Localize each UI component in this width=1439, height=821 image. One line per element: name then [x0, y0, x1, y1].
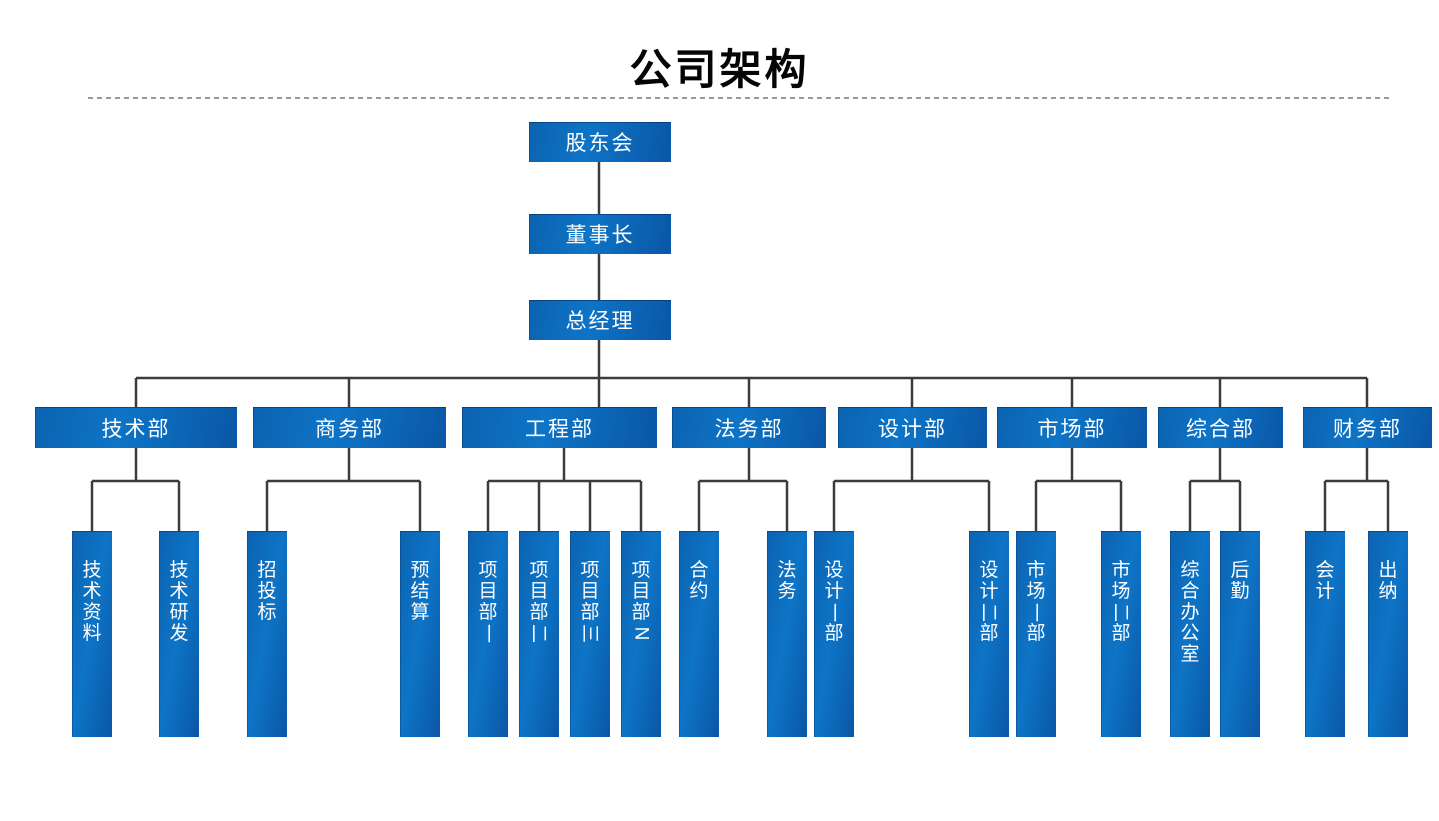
sub-box-char: 计 — [979, 581, 999, 602]
sub-box-char: 部 — [529, 602, 549, 623]
sub-box-2-1: 项目部二 — [519, 531, 559, 737]
sub-box-1-0: 招投标 — [247, 531, 287, 737]
sub-box-char: 场 — [1026, 581, 1046, 602]
sub-box-char: 公 — [1180, 623, 1200, 644]
dept-box-0: 技术部 — [35, 407, 237, 448]
sub-box-3-1: 法务 — [767, 531, 807, 737]
sub-box-char: 约 — [689, 581, 709, 602]
dept-box-3: 法务部 — [672, 407, 826, 448]
sub-box-2-0: 项目部一 — [468, 531, 508, 737]
sub-box-char: 目 — [631, 581, 651, 602]
sub-box-7-0: 会计 — [1305, 531, 1345, 737]
sub-box-char: 综 — [1180, 560, 1200, 581]
sub-box-char: 项 — [580, 560, 600, 581]
sub-box-char: 纳 — [1378, 581, 1398, 602]
sub-box-char: 部 — [824, 623, 844, 644]
sub-box-char: 部 — [1026, 623, 1046, 644]
sub-box-5-1: 市场二部 — [1101, 531, 1141, 737]
chain-box-1: 董事长 — [529, 214, 671, 254]
sub-box-2-2: 项目部三 — [570, 531, 610, 737]
sub-box-char: 二 — [528, 623, 550, 644]
sub-box-char: 项 — [631, 560, 651, 581]
sub-box-char: 目 — [529, 581, 549, 602]
sub-box-6-1: 后勤 — [1220, 531, 1260, 737]
sub-box-char: 会 — [1315, 560, 1335, 581]
chain-box-2: 总经理 — [529, 300, 671, 340]
sub-box-5-0: 市场一部 — [1016, 531, 1056, 737]
sub-box-char: 目 — [580, 581, 600, 602]
sub-box-char: 计 — [1315, 581, 1335, 602]
sub-box-char: 室 — [1180, 644, 1200, 665]
sub-box-4-0: 设计一部 — [814, 531, 854, 737]
sub-box-char: 二 — [978, 602, 1000, 623]
sub-box-char: 设 — [824, 560, 844, 581]
dept-box-2: 工程部 — [462, 407, 657, 448]
sub-box-4-1: 设计二部 — [969, 531, 1009, 737]
sub-box-char: 合 — [689, 560, 709, 581]
dept-box-5: 市场部 — [997, 407, 1147, 448]
sub-box-char: N — [630, 626, 652, 641]
sub-box-char: 部 — [1111, 623, 1131, 644]
sub-box-char: 一 — [823, 602, 845, 623]
sub-box-1-1: 预结算 — [400, 531, 440, 737]
sub-box-char: 目 — [478, 581, 498, 602]
sub-box-char: 办 — [1180, 602, 1200, 623]
sub-box-char: 场 — [1111, 581, 1131, 602]
sub-box-0-0: 技术资料 — [72, 531, 112, 737]
sub-box-char: 后 — [1230, 560, 1250, 581]
sub-box-char: 发 — [169, 623, 189, 644]
sub-box-char: 勤 — [1230, 581, 1250, 602]
sub-box-char: 资 — [82, 602, 102, 623]
sub-box-char: 务 — [777, 581, 797, 602]
title-divider-dashed-line — [88, 97, 1392, 99]
sub-box-6-0: 综合办公室 — [1170, 531, 1210, 737]
sub-box-char: 料 — [82, 623, 102, 644]
sub-box-char: 部 — [631, 602, 651, 623]
sub-box-char: 结 — [410, 581, 430, 602]
sub-box-char: 预 — [410, 560, 430, 581]
page-title: 公司架构 — [629, 46, 810, 93]
sub-box-char: 部 — [478, 602, 498, 623]
sub-box-char: 项 — [529, 560, 549, 581]
sub-box-char: 术 — [82, 581, 102, 602]
sub-box-char: 标 — [257, 602, 277, 623]
sub-box-char: 市 — [1111, 560, 1131, 581]
dept-box-1: 商务部 — [253, 407, 446, 448]
sub-box-char: 三 — [579, 623, 601, 644]
sub-box-char: 招 — [257, 560, 277, 581]
sub-box-char: 技 — [82, 560, 102, 581]
sub-box-char: 设 — [979, 560, 999, 581]
sub-box-char: 投 — [257, 581, 277, 602]
sub-box-char: 技 — [169, 560, 189, 581]
dept-box-7: 财务部 — [1303, 407, 1432, 448]
sub-box-char: 二 — [1110, 602, 1132, 623]
sub-box-char: 部 — [979, 623, 999, 644]
sub-box-char: 术 — [169, 581, 189, 602]
sub-box-char: 研 — [169, 602, 189, 623]
sub-box-7-1: 出纳 — [1368, 531, 1408, 737]
dept-box-6: 综合部 — [1158, 407, 1283, 448]
dept-box-4: 设计部 — [838, 407, 987, 448]
sub-box-3-0: 合约 — [679, 531, 719, 737]
sub-box-char: 部 — [580, 602, 600, 623]
sub-box-char: 一 — [1025, 602, 1047, 623]
sub-box-char: 项 — [478, 560, 498, 581]
sub-box-char: 算 — [410, 602, 430, 623]
sub-box-char: 合 — [1180, 581, 1200, 602]
chain-box-0: 股东会 — [529, 122, 671, 162]
sub-box-char: 法 — [777, 560, 797, 581]
sub-box-char: 一 — [477, 623, 499, 644]
sub-box-char: 市 — [1026, 560, 1046, 581]
sub-box-char: 计 — [824, 581, 844, 602]
sub-box-0-1: 技术研发 — [159, 531, 199, 737]
sub-box-char: 出 — [1378, 560, 1398, 581]
